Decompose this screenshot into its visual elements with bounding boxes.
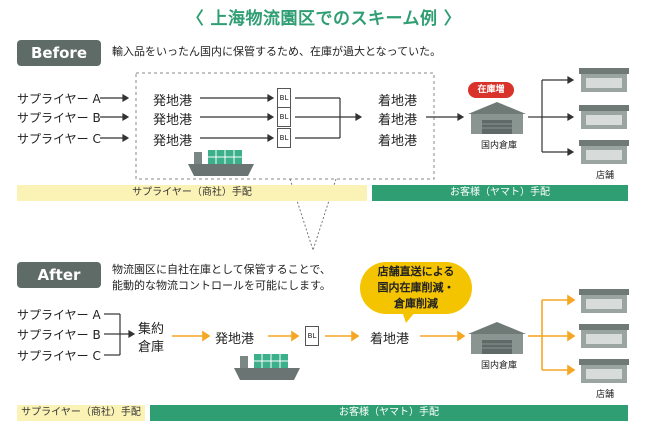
warehouse-icon [468,322,526,354]
before-description: 輸入品をいったん国内に保管するため、在庫が過大となっていた。 [112,45,442,58]
store-icon [579,359,629,383]
overstock-badge: 在庫増 [468,82,514,98]
after-description-line1: 物流園区に自社在庫として保管することで、 [112,263,331,276]
before-departure-port-3: 発地港 [153,134,193,149]
after-store-label: 店舗 [596,390,615,400]
before-arrival-port-2: 着地港 [378,113,418,128]
after-description-line2: 能動的な物流コントロールを可能にします。 [112,279,331,292]
before-store-label: 店舗 [596,171,615,181]
benefit-callout-line1: 店舗直送による [377,265,455,278]
store-icon [579,105,629,129]
before-supplier-c: サプライヤー C [17,132,101,146]
bl-document-icon: BL [277,128,291,148]
store-icon [579,324,629,348]
benefit-callout-line2: 国内在庫削減・ [377,281,455,294]
before-warehouse-label: 国内倉庫 [481,141,518,151]
benefit-callout: 店舗直送による 国内在庫削減・ 倉庫削減 [360,262,472,314]
before-departure-port-2: 発地港 [153,113,193,128]
bl-document-icon: BL [277,88,291,108]
after-departure-port: 発地港 [215,332,255,347]
page-title: 〈 上海物流園区でのスキーム例 〉 [186,9,462,29]
after-tag: After [17,262,101,288]
store-icon [579,140,629,164]
before-arrival-port-3: 着地港 [378,134,418,149]
store-icon [579,289,629,313]
before-departure-port-1: 発地港 [153,94,193,109]
before-band-customer: お客様（ヤマト）手配 [372,185,628,201]
callout-pointer [402,311,416,323]
after-band-customer: お客様（ヤマト）手配 [150,405,628,421]
before-supplier-b: サプライヤー B [17,111,101,125]
before-tag: Before [17,40,101,66]
consolidation-warehouse-line2: 倉庫 [138,340,165,355]
before-band-supplier: サプライヤー（商社）手配 [17,185,367,201]
after-band-supplier: サプライヤー（商社）手配 [17,405,145,421]
cargo-ship-icon [188,150,254,176]
benefit-callout-line3: 倉庫削減 [394,297,438,310]
store-icon [579,68,629,92]
bl-document-icon: BL [277,107,291,127]
warehouse-icon [468,102,526,134]
after-supplier-b: サプライヤー B [17,328,101,342]
consolidation-warehouse-line1: 集約 [138,322,165,337]
cargo-ship-icon [234,354,300,380]
before-arrival-port-1: 着地港 [378,94,418,109]
before-supplier-a: サプライヤー A [17,92,101,106]
after-supplier-c: サプライヤー C [17,349,101,363]
after-warehouse-label: 国内倉庫 [481,361,518,371]
after-arrival-port: 着地港 [370,332,410,347]
bl-document-icon: BL [305,326,319,346]
after-supplier-a: サプライヤー A [17,308,101,322]
